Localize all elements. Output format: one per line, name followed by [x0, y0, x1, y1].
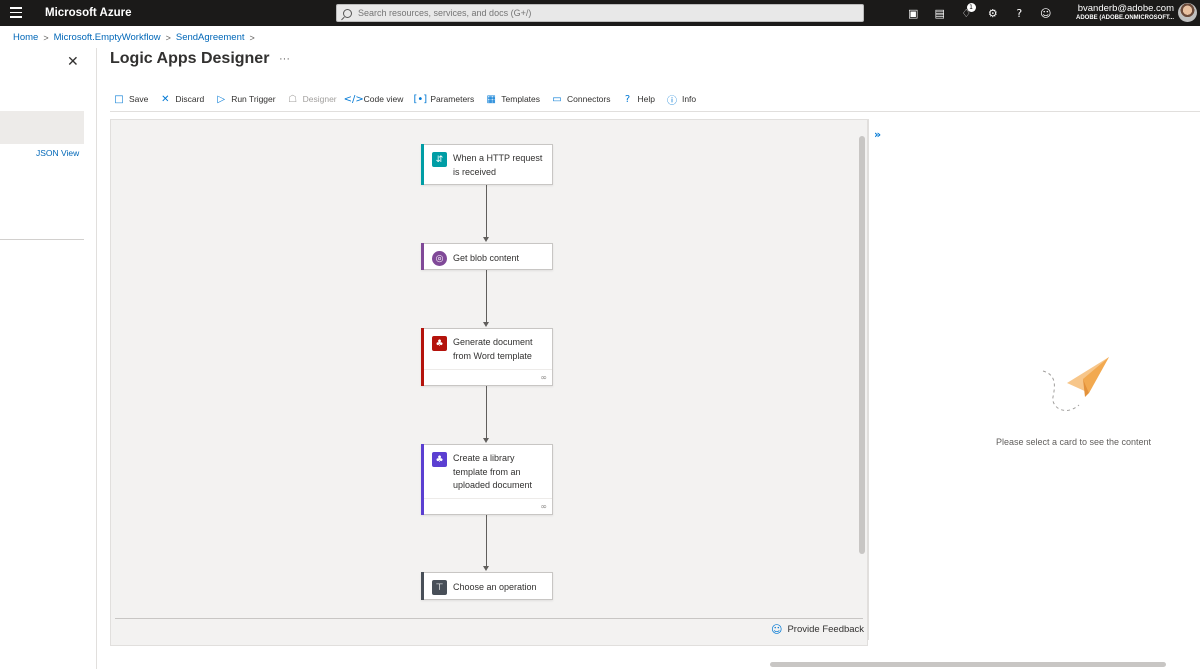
breadcrumb-home[interactable]: Home: [13, 32, 39, 43]
arrow-down-icon: [483, 237, 489, 242]
discard-button[interactable]: ✕Discard: [161, 93, 205, 105]
flow-connector: [486, 386, 487, 438]
paper-plane-icon: [1042, 357, 1109, 411]
brand-name[interactable]: Microsoft Azure: [45, 7, 132, 19]
page-title: Logic Apps Designer: [110, 50, 270, 67]
feedback-icon[interactable]: ☺: [1040, 6, 1052, 20]
avatar[interactable]: [1178, 3, 1197, 22]
blob-storage-icon: ◎: [432, 251, 447, 266]
canvas-scrollbar[interactable]: [859, 136, 865, 554]
right-details-panel: » Please select a card to see the conten…: [868, 119, 1200, 640]
save-icon: □: [114, 93, 124, 105]
search-input[interactable]: [358, 8, 838, 18]
flow-connector: [486, 270, 487, 322]
card-accent: [421, 572, 424, 600]
selected-menu-item[interactable]: [0, 111, 84, 144]
arrow-down-icon: [483, 566, 489, 571]
directory-filter-icon[interactable]: ▤: [934, 6, 945, 20]
hamburger-menu-icon[interactable]: [10, 7, 22, 19]
divider: [0, 239, 84, 240]
azure-top-bar: Microsoft Azure ▣ ▤ ♢1 ⚙ ? ☺ bvanderb@ad…: [0, 0, 1200, 26]
run-trigger-button[interactable]: ▷Run Trigger: [215, 93, 275, 105]
chevron-right-icon: >: [43, 32, 49, 43]
expand-panel-icon[interactable]: »: [874, 128, 882, 141]
operation-icon: ⊤: [432, 580, 447, 595]
code-icon: </>: [343, 93, 364, 105]
close-icon[interactable]: ✕: [67, 54, 79, 70]
card-footer: ∞: [424, 369, 552, 385]
help-icon: ?: [624, 93, 631, 105]
adobe-pdf-icon: ♣: [432, 336, 447, 351]
designer-toolbar: □Save ✕Discard ▷Run Trigger ☖Designer </…: [113, 90, 707, 108]
card-accent: [421, 444, 424, 515]
user-tenant: ADOBE (ADOBE.ONMICROSOFT...: [1075, 15, 1174, 21]
parameters-icon: [•]: [413, 93, 428, 105]
provide-feedback-link[interactable]: ☺ Provide Feedback: [771, 623, 865, 636]
chevron-right-icon: >: [249, 32, 255, 43]
save-button[interactable]: □Save: [114, 93, 149, 105]
global-search-box[interactable]: [336, 4, 864, 22]
info-icon: ⓘ: [666, 95, 677, 107]
templates-icon: ▦: [486, 93, 496, 105]
notifications-icon[interactable]: ♢1: [953, 3, 980, 22]
notification-badge: 1: [966, 3, 976, 12]
breadcrumb-logic-app[interactable]: SendAgreement: [175, 32, 245, 43]
step-title: When a HTTP request is received: [453, 153, 543, 177]
designer-button[interactable]: ☖Designer: [288, 93, 337, 105]
templates-button[interactable]: ▦Templates: [486, 93, 541, 105]
step-title: Choose an operation: [453, 582, 537, 592]
code-view-button[interactable]: </>Code view: [343, 93, 404, 105]
card-accent: [421, 243, 424, 270]
workflow-step-http-trigger[interactable]: ⇵ When a HTTP request is received: [421, 144, 553, 185]
flow-connector: [486, 515, 487, 566]
designer-icon: ☖: [288, 93, 298, 105]
more-options-icon[interactable]: ···: [279, 53, 290, 65]
account-info[interactable]: bvanderb@adobe.com ADOBE (ADOBE.ONMICROS…: [1076, 3, 1174, 21]
cloud-shell-icon[interactable]: ▣: [908, 6, 919, 20]
arrow-down-icon: [483, 438, 489, 443]
chevron-right-icon: >: [165, 32, 171, 43]
adobe-sign-icon: ♣: [432, 452, 447, 467]
breadcrumb: Home > Microsoft.EmptyWorkflow > SendAgr…: [13, 32, 260, 43]
connectors-icon: ▭: [552, 93, 562, 105]
step-title: Generate document from Word template: [453, 337, 533, 361]
help-button[interactable]: ?Help: [621, 93, 655, 105]
left-blade-panel: ✕ JSON View: [0, 48, 97, 669]
arrow-down-icon: [483, 322, 489, 327]
flow-connector: [486, 185, 487, 237]
divider: [115, 618, 863, 619]
settings-icon[interactable]: ⚙: [987, 6, 998, 20]
link-icon[interactable]: ∞: [540, 373, 547, 382]
breadcrumb-resource-group[interactable]: Microsoft.EmptyWorkflow: [53, 32, 161, 43]
step-title: Create a library template from an upload…: [453, 453, 533, 490]
help-icon[interactable]: ?: [1016, 6, 1023, 20]
connectors-button[interactable]: ▭Connectors: [552, 93, 611, 105]
workflow-step-choose-operation[interactable]: ⊤ Choose an operation: [421, 572, 553, 600]
feedback-icon: ☺: [771, 623, 783, 636]
card-accent: [421, 144, 424, 185]
horizontal-scrollbar[interactable]: [770, 662, 1166, 667]
empty-state-message: Please select a card to see the content: [995, 437, 1152, 447]
parameters-button[interactable]: [•]Parameters: [413, 93, 475, 105]
workflow-step-generate-document[interactable]: ♣ Generate document from Word template ∞: [421, 328, 553, 386]
divider: [110, 111, 1200, 112]
json-view-link[interactable]: JSON View: [36, 148, 80, 158]
discard-icon: ✕: [161, 93, 170, 105]
play-icon: ▷: [217, 93, 226, 105]
card-accent: [421, 328, 424, 386]
step-title: Get blob content: [453, 253, 520, 263]
http-request-icon: ⇵: [432, 152, 447, 167]
workflow-step-get-blob[interactable]: ◎ Get blob content: [421, 243, 553, 270]
link-icon[interactable]: ∞: [540, 502, 547, 511]
card-footer: ∞: [424, 498, 552, 514]
workflow-step-create-library-template[interactable]: ♣ Create a library template from an uplo…: [421, 444, 553, 515]
user-email: bvanderb@adobe.com: [1077, 3, 1174, 14]
search-icon: [343, 8, 352, 18]
